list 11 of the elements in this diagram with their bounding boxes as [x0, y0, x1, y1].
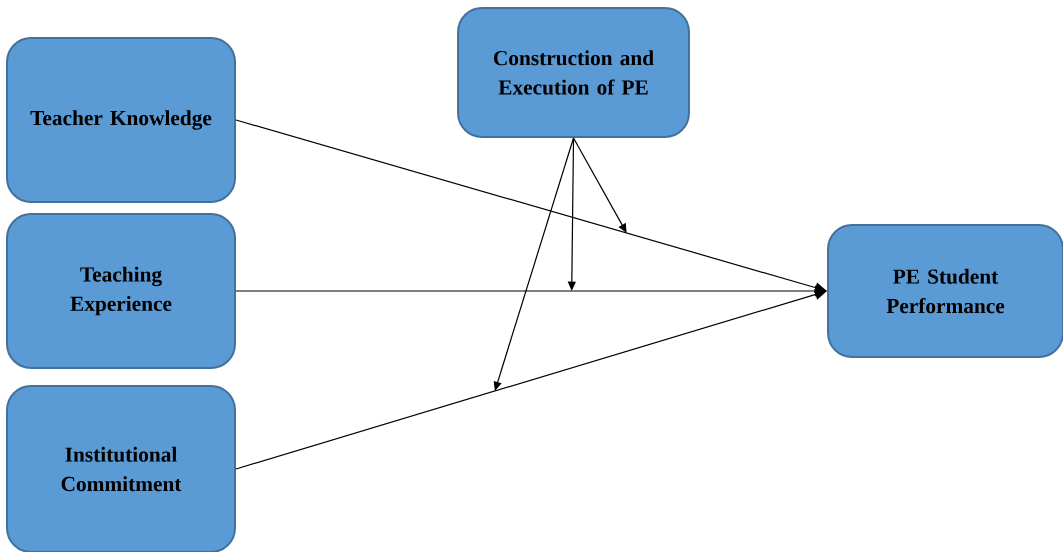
arrow — [235, 119, 827, 293]
arrow — [235, 289, 827, 470]
text-box: Construction and Execution of PE — [457, 6, 690, 139]
arrow — [572, 137, 627, 233]
text-box: Teaching Experience — [6, 213, 236, 369]
arrow — [493, 137, 575, 391]
text-box: Teacher Knowledge — [6, 37, 236, 203]
text-box: PE Student Performance — [827, 224, 1063, 358]
arrow — [567, 137, 576, 291]
text-box: Institutional Commitment — [6, 385, 236, 552]
arrow — [235, 285, 827, 297]
